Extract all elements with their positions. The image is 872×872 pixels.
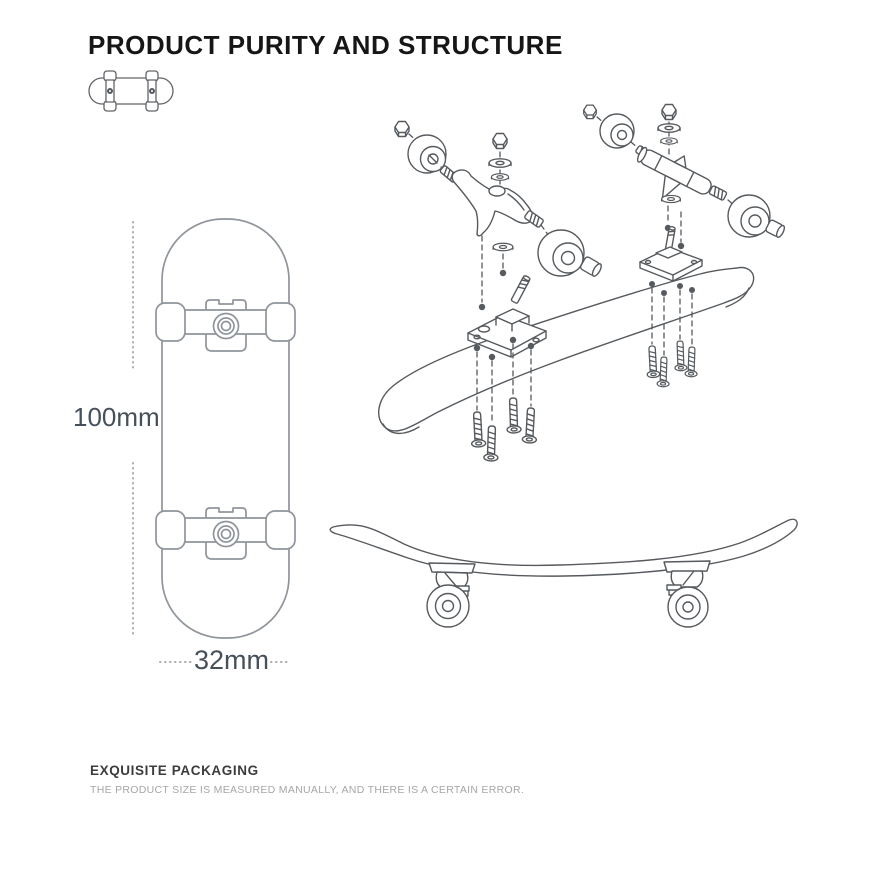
truck-hanger: [636, 146, 712, 200]
bushing-icon: [492, 242, 514, 252]
top-view-drawing: [155, 218, 296, 639]
washer-icon: [657, 123, 681, 133]
page-title: PRODUCT PURITY AND STRUCTURE: [88, 30, 563, 60]
wheel-icon: [599, 113, 635, 149]
icon-truck-front: [103, 70, 117, 112]
mounting-screws-front: [469, 336, 539, 462]
axle-thread: [708, 185, 728, 201]
footer-heading: EXQUISITE PACKAGING: [90, 763, 259, 778]
truck-assembly-front: [394, 120, 602, 311]
height-dimension-label: 100mm: [73, 402, 160, 432]
truck-assembly-rear: [583, 103, 786, 250]
footer-note: THE PRODUCT SIZE IS MEASURED MANUALLY, A…: [90, 784, 525, 796]
mounting-screws-rear: [645, 281, 699, 388]
truck-rear: [155, 507, 296, 560]
deck-perspective: [378, 266, 755, 432]
side-truck-front: [426, 562, 476, 628]
kingpin-nut-icon: [661, 103, 677, 121]
axle-thread: [524, 210, 544, 228]
baseplate-rear: [639, 226, 703, 282]
truck-hanger: [451, 169, 534, 237]
bushing-icon: [661, 194, 681, 204]
truck-front: [155, 299, 296, 352]
wheel-icon: [537, 229, 602, 277]
side-truck-rear: [663, 560, 711, 628]
deck-outline: [161, 218, 290, 639]
icon-truck-rear: [145, 70, 159, 112]
deck-side-profile: [329, 518, 798, 577]
wheel-icon: [407, 134, 447, 174]
washer-icon: [660, 137, 678, 145]
wheel-icon: [727, 194, 786, 238]
washer-icon: [488, 158, 512, 168]
mini-skateboard-icon: [88, 70, 174, 112]
kingpin-nut-icon: [492, 132, 508, 150]
exploded-view-drawing: [378, 103, 786, 462]
baseplate-front: [467, 275, 547, 358]
bushing-icon: [490, 173, 510, 181]
axle-nut-icon: [394, 120, 410, 138]
side-view-drawing: [329, 518, 798, 628]
axle-nut-icon: [583, 104, 597, 120]
width-dimension-label: 32mm: [194, 645, 270, 675]
